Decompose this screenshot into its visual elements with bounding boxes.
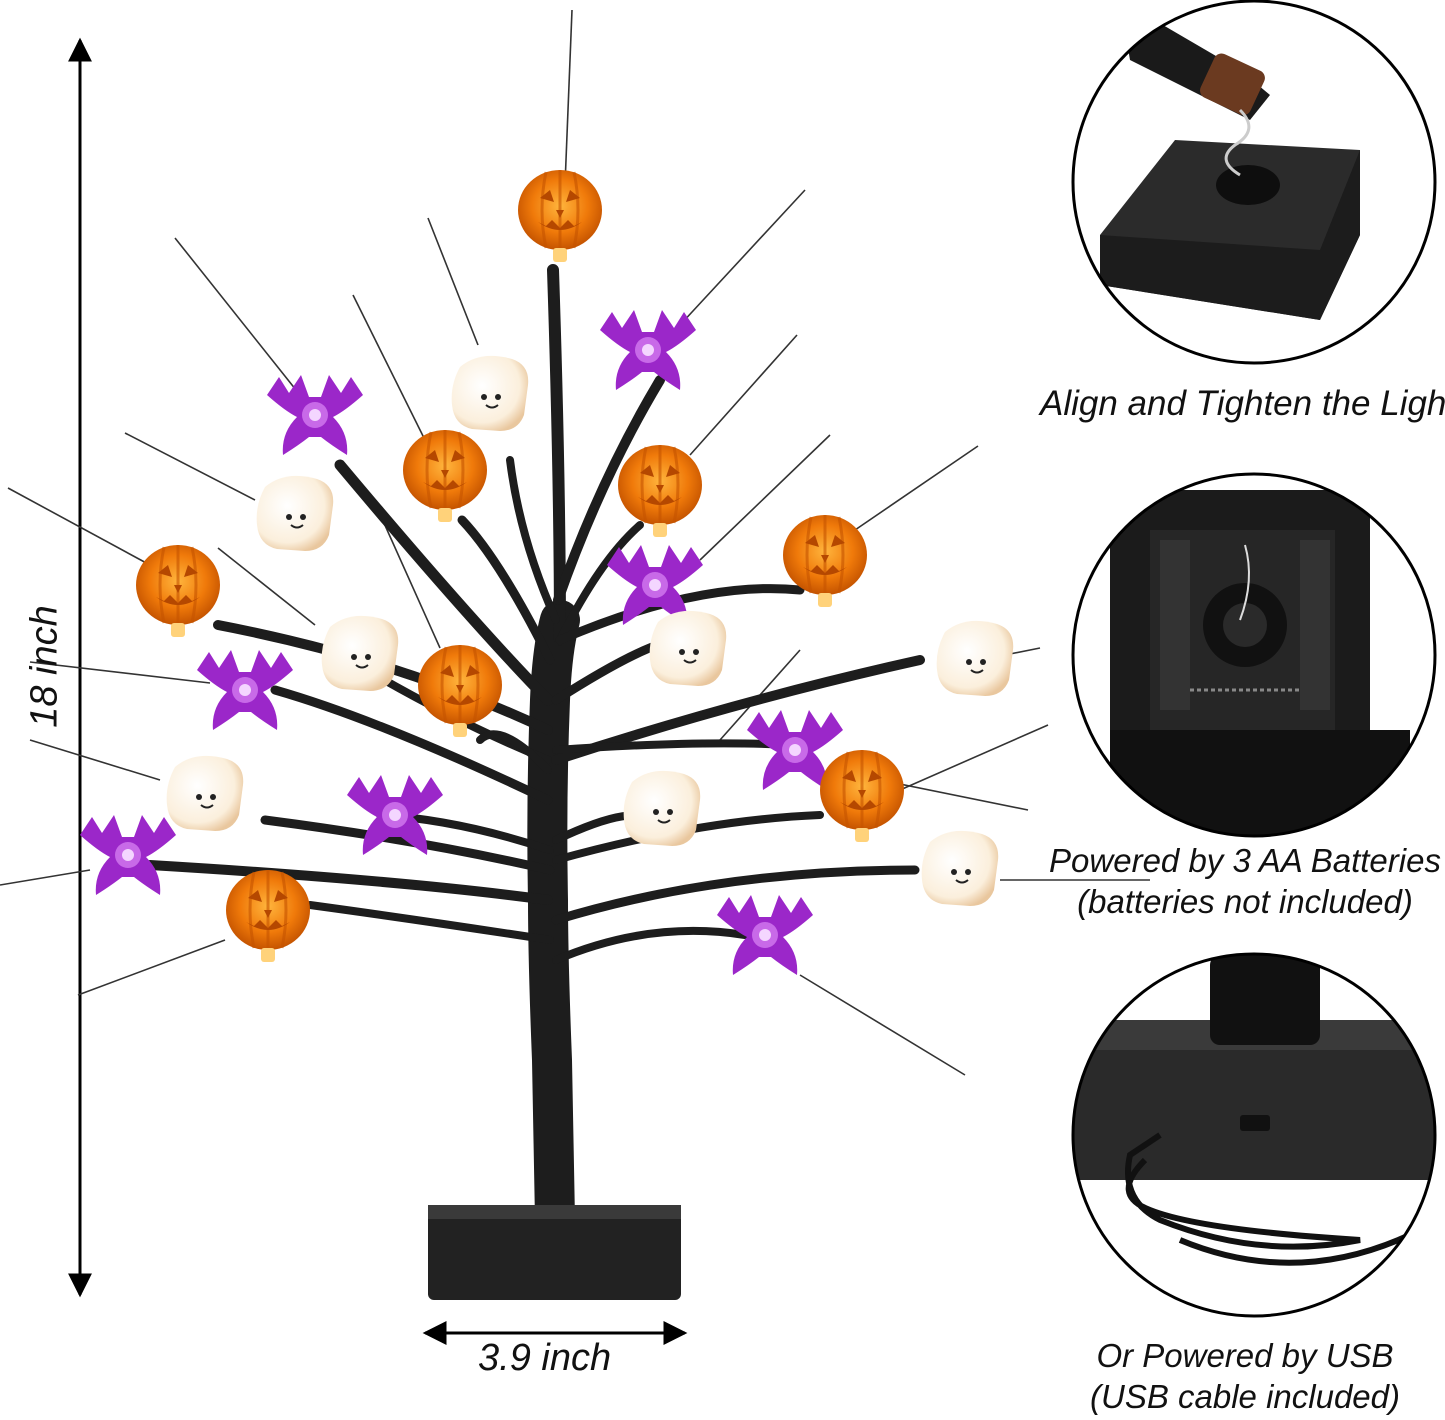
detail-light-connector <box>1071 0 1437 365</box>
caption-usb: Or Powered by USB (USB cable included) <box>1085 1335 1405 1418</box>
width-label: 3.9 inch <box>478 1337 612 1379</box>
height-label: 18 inch <box>23 605 66 728</box>
caption-battery: Powered by 3 AA Batteries (batteries not… <box>1045 840 1445 923</box>
tree-base <box>428 1205 681 1300</box>
caption-align-light: Align and Tighten the Light <box>1040 382 1445 426</box>
fiber-wires <box>0 9 1150 1076</box>
caption-line: Or Powered by USB <box>1096 1337 1394 1374</box>
caption-line: Powered by 3 AA Batteries <box>1049 842 1441 879</box>
caption-line: (batteries not included) <box>1077 883 1413 921</box>
detail-battery-box <box>1071 472 1437 838</box>
caption-line: Align and Tighten the Light <box>1040 384 1445 423</box>
caption-line: (USB cable included) <box>1090 1378 1400 1416</box>
detail-usb-port <box>1071 952 1437 1318</box>
